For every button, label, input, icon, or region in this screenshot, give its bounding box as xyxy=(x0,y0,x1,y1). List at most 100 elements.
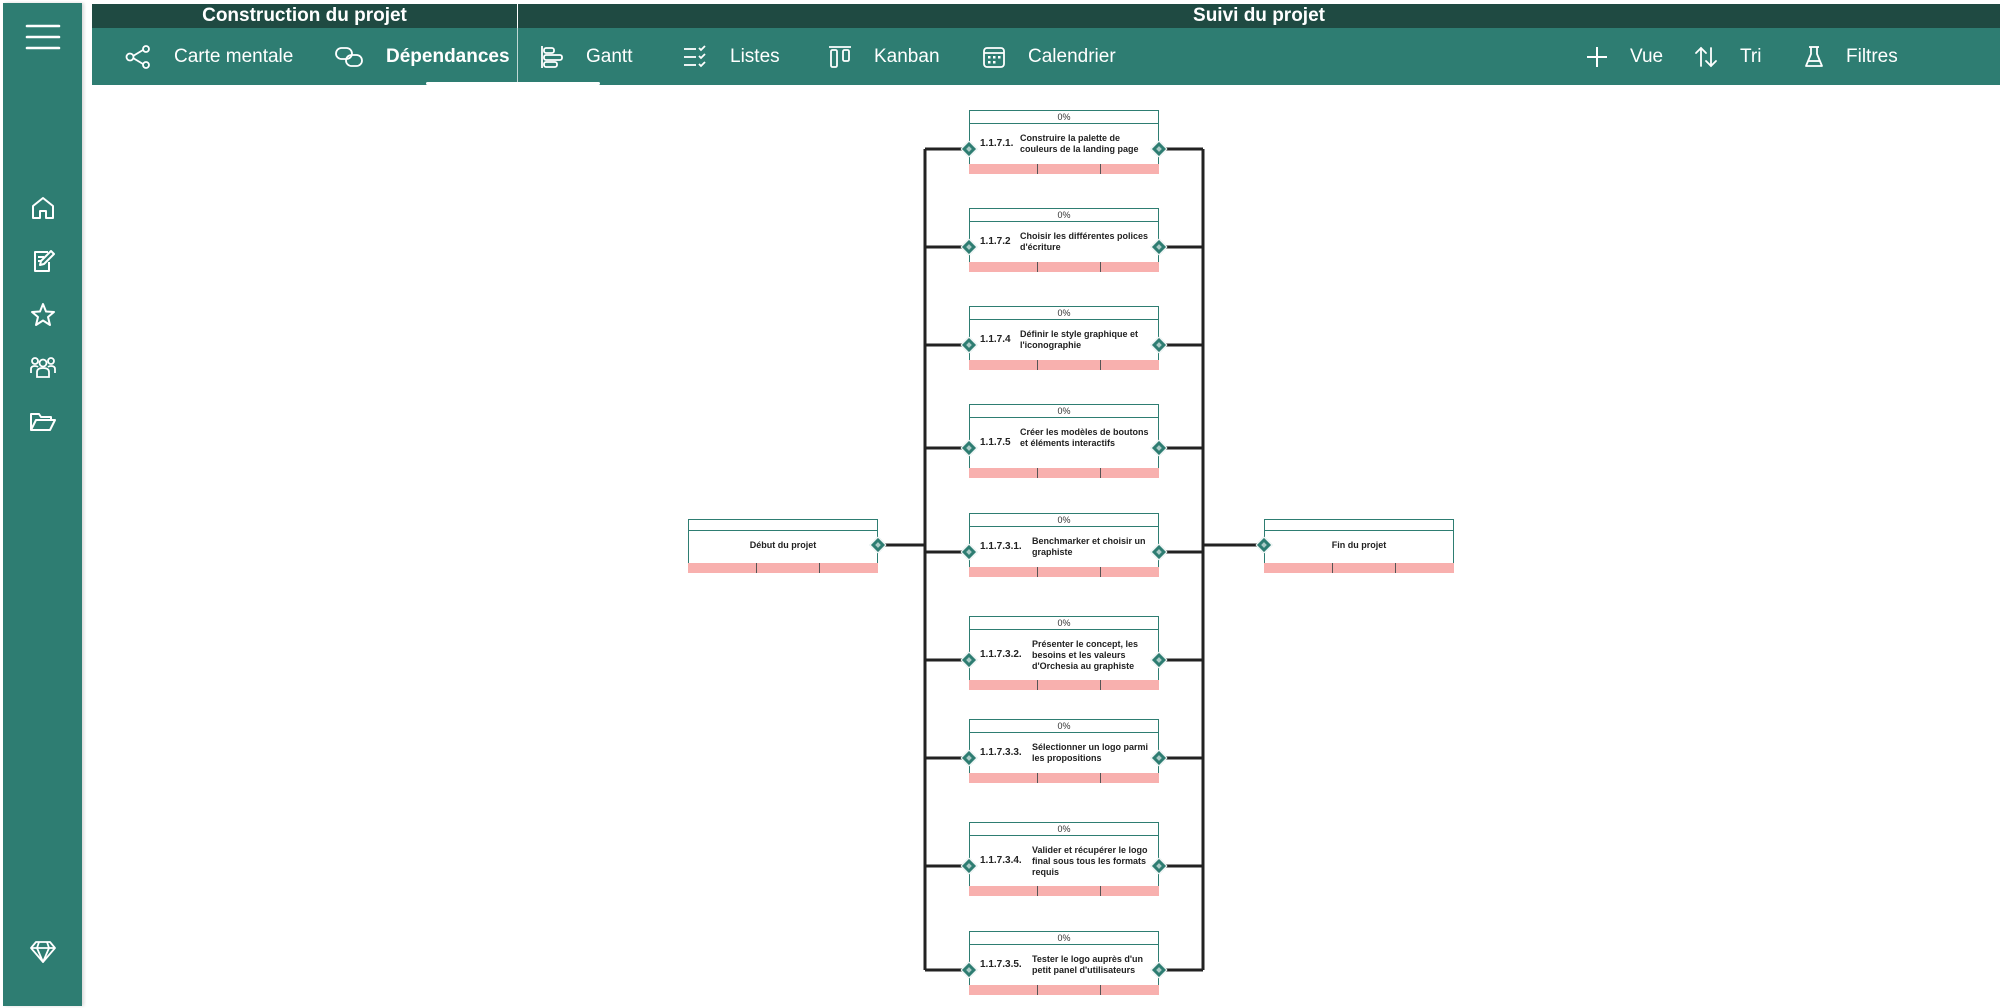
tri-label: Tri xyxy=(1740,45,1762,67)
link-icon xyxy=(335,46,363,67)
bar-tick xyxy=(1100,360,1102,370)
bar-tick xyxy=(1037,262,1039,272)
task-code: 1.1.7.3.1. xyxy=(980,541,1022,552)
task-progress: 0% xyxy=(970,111,1158,124)
progress-bar xyxy=(969,886,1159,896)
task-node[interactable]: 0%1.1.7.3.1.Benchmarker et choisir un gr… xyxy=(969,513,1159,577)
tab-dependances[interactable]: Dépendances xyxy=(334,28,510,85)
toolbar-body xyxy=(92,28,2000,85)
calendar-icon xyxy=(983,46,1005,68)
group-title-construction: Construction du projet xyxy=(92,4,517,28)
diamond-icon[interactable] xyxy=(3,930,82,974)
sidebar xyxy=(3,3,82,1006)
kanban-icon xyxy=(829,45,851,68)
task-progress: 0% xyxy=(970,209,1158,222)
task-code: 1.1.7.4 xyxy=(980,334,1011,345)
task-node[interactable]: 0%1.1.7.3.5.Tester le logo auprès d'un p… xyxy=(969,931,1159,995)
bar-tick xyxy=(1332,563,1334,573)
bar-tick xyxy=(1037,886,1039,896)
task-code: 1.1.7.1. xyxy=(980,138,1014,149)
start-node[interactable]: Début du projet xyxy=(688,519,878,573)
progress-bar xyxy=(969,567,1159,577)
tab-calendrier[interactable]: Calendrier xyxy=(982,28,1116,85)
bar-tick xyxy=(756,563,758,573)
task-progress: 0% xyxy=(970,932,1158,945)
vue-label: Vue xyxy=(1630,45,1664,67)
task-label: Présenter le concept, les besoins et les… xyxy=(1032,638,1139,671)
filtres-button[interactable]: Filtres xyxy=(1804,28,1898,85)
bar-tick xyxy=(1037,360,1039,370)
team-icon[interactable] xyxy=(3,346,82,390)
task-code: 1.1.7.3.4. xyxy=(980,855,1022,866)
hamburger-menu-icon[interactable] xyxy=(3,15,82,59)
tab-label: Listes xyxy=(730,45,780,67)
bar-tick xyxy=(1037,468,1039,478)
bar-tick xyxy=(1037,680,1039,690)
bar-tick xyxy=(1100,468,1102,478)
progress-bar xyxy=(969,985,1159,995)
task-label: Définir le style graphique et l'iconogra… xyxy=(1020,329,1139,350)
start-node-label: Début du projet xyxy=(749,540,817,550)
tab-label: Dépendances xyxy=(386,45,510,67)
mind-map-icon xyxy=(125,44,150,69)
bar-tick xyxy=(1100,262,1102,272)
vue-button[interactable]: Vue xyxy=(1586,28,1663,85)
gantt-icon xyxy=(541,45,563,68)
tab-carte-mentale[interactable]: Carte mentale xyxy=(124,28,293,85)
star-icon[interactable] xyxy=(3,293,82,337)
progress-bar xyxy=(969,773,1159,783)
tri-button[interactable]: Tri xyxy=(1694,28,1761,85)
folder-open-icon[interactable] xyxy=(3,400,82,444)
task-label: Créer les modèles de boutons et éléments… xyxy=(1020,426,1149,448)
task-node[interactable]: 0%1.1.7.3.3.Sélectionner un logo parmi l… xyxy=(969,719,1159,783)
task-progress: 0% xyxy=(970,617,1158,630)
end-node-label: Fin du projet xyxy=(1331,540,1387,550)
task-node[interactable]: 0%1.1.7.3.2.Présenter le concept, les be… xyxy=(969,616,1159,690)
toolbar-divider xyxy=(517,4,518,85)
progress-bar xyxy=(1264,563,1454,573)
task-progress: 0% xyxy=(970,823,1158,836)
tab-gantt[interactable]: Gantt xyxy=(540,28,632,85)
tab-listes[interactable]: Listes xyxy=(682,28,780,85)
bar-tick xyxy=(1100,567,1102,577)
progress-bar xyxy=(688,563,878,573)
home-icon[interactable] xyxy=(3,186,82,230)
task-node[interactable]: 0% 1.1.7.1. Construire la palette de coule… xyxy=(969,110,1159,174)
node-header-line xyxy=(689,530,877,531)
task-node[interactable]: 0% 1.1.7.5 Créer les modèles de boutons et… xyxy=(969,404,1159,478)
end-node[interactable]: Fin du projet xyxy=(1264,519,1454,573)
view-toolbar: Construction du projet Suivi du projet C… xyxy=(92,4,2000,85)
progress-bar xyxy=(969,360,1159,370)
active-tab-indicator xyxy=(426,82,600,85)
bar-tick xyxy=(819,563,821,573)
task-label: Tester le logo auprès d'un petit panel d… xyxy=(1032,954,1143,975)
bar-tick xyxy=(1100,164,1102,174)
bar-tick xyxy=(1100,886,1102,896)
dependency-diagram[interactable]: Début du projet Fin du projet 0% 1.1.7.1. Co… xyxy=(92,85,2000,1008)
filtres-label: Filtres xyxy=(1846,45,1898,67)
bar-tick xyxy=(1037,567,1039,577)
edit-document-icon[interactable] xyxy=(3,239,82,283)
task-code: 1.1.7.5 xyxy=(980,437,1011,448)
tab-label: Carte mentale xyxy=(174,45,294,67)
plus-icon xyxy=(1587,46,1607,67)
progress-bar xyxy=(969,468,1159,478)
bar-tick xyxy=(1100,985,1102,995)
node-header-line xyxy=(1265,530,1453,531)
tab-label: Calendrier xyxy=(1028,45,1116,67)
progress-bar xyxy=(969,164,1159,174)
tab-label: Kanban xyxy=(874,45,940,67)
task-node[interactable]: 0% 1.1.7.3.4. Valider et récupérer le logo… xyxy=(969,822,1159,896)
task-label: Valider et récupérer le logo final sous … xyxy=(1032,844,1148,877)
task-progress: 0% xyxy=(970,405,1158,418)
bar-tick xyxy=(1395,563,1397,573)
task-progress: 0% xyxy=(970,514,1158,527)
task-code: 1.1.7.3.3. xyxy=(980,747,1022,758)
task-label: Choisir les différentes polices d'écritu… xyxy=(1020,231,1149,252)
task-label: Construire la palette de couleurs de la … xyxy=(1020,133,1139,154)
bar-tick xyxy=(1037,773,1039,783)
bar-tick xyxy=(1037,164,1039,174)
tab-kanban[interactable]: Kanban xyxy=(828,28,940,85)
